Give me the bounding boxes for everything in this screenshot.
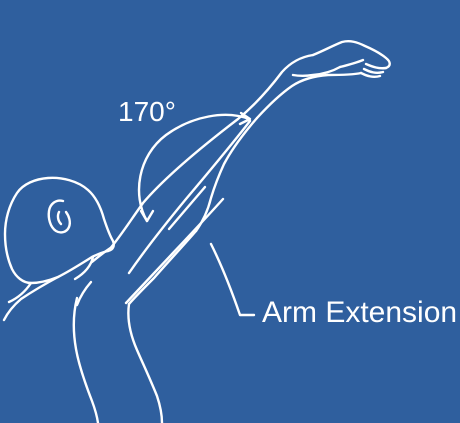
- torso-front-outline: [127, 302, 164, 423]
- angle-label: 170°: [118, 96, 176, 127]
- finger-lines: [338, 58, 388, 78]
- shirt-line: [75, 280, 93, 307]
- neck-line: [73, 255, 95, 281]
- shoulder-upper-outline: [106, 53, 315, 253]
- bicep-line: [127, 119, 252, 275]
- elbow-outline: [194, 116, 259, 233]
- ear-detail: [56, 210, 63, 226]
- forearm-lower-outline: [255, 71, 363, 120]
- chest-line: [72, 296, 100, 423]
- angle-arrowhead-top: [238, 111, 252, 126]
- thumb-outline: [291, 65, 342, 77]
- arm-lower-outline: [127, 229, 198, 306]
- head-outline: [3, 176, 115, 285]
- upper-arm-crease-line: [167, 185, 207, 231]
- annotation-leader-line: [209, 242, 256, 317]
- ear-outline: [47, 199, 71, 234]
- angle-arc: [137, 113, 251, 223]
- forearm-upper-outline: [311, 40, 391, 70]
- inner-arm-line: [124, 197, 225, 305]
- shoulder-inner-line: [90, 245, 114, 264]
- neck-back-line: [7, 281, 33, 304]
- torso-back-outline: [2, 275, 60, 322]
- angle-arrowhead-bottom: [139, 209, 155, 223]
- arm-extension-label: Arm Extension: [262, 296, 458, 329]
